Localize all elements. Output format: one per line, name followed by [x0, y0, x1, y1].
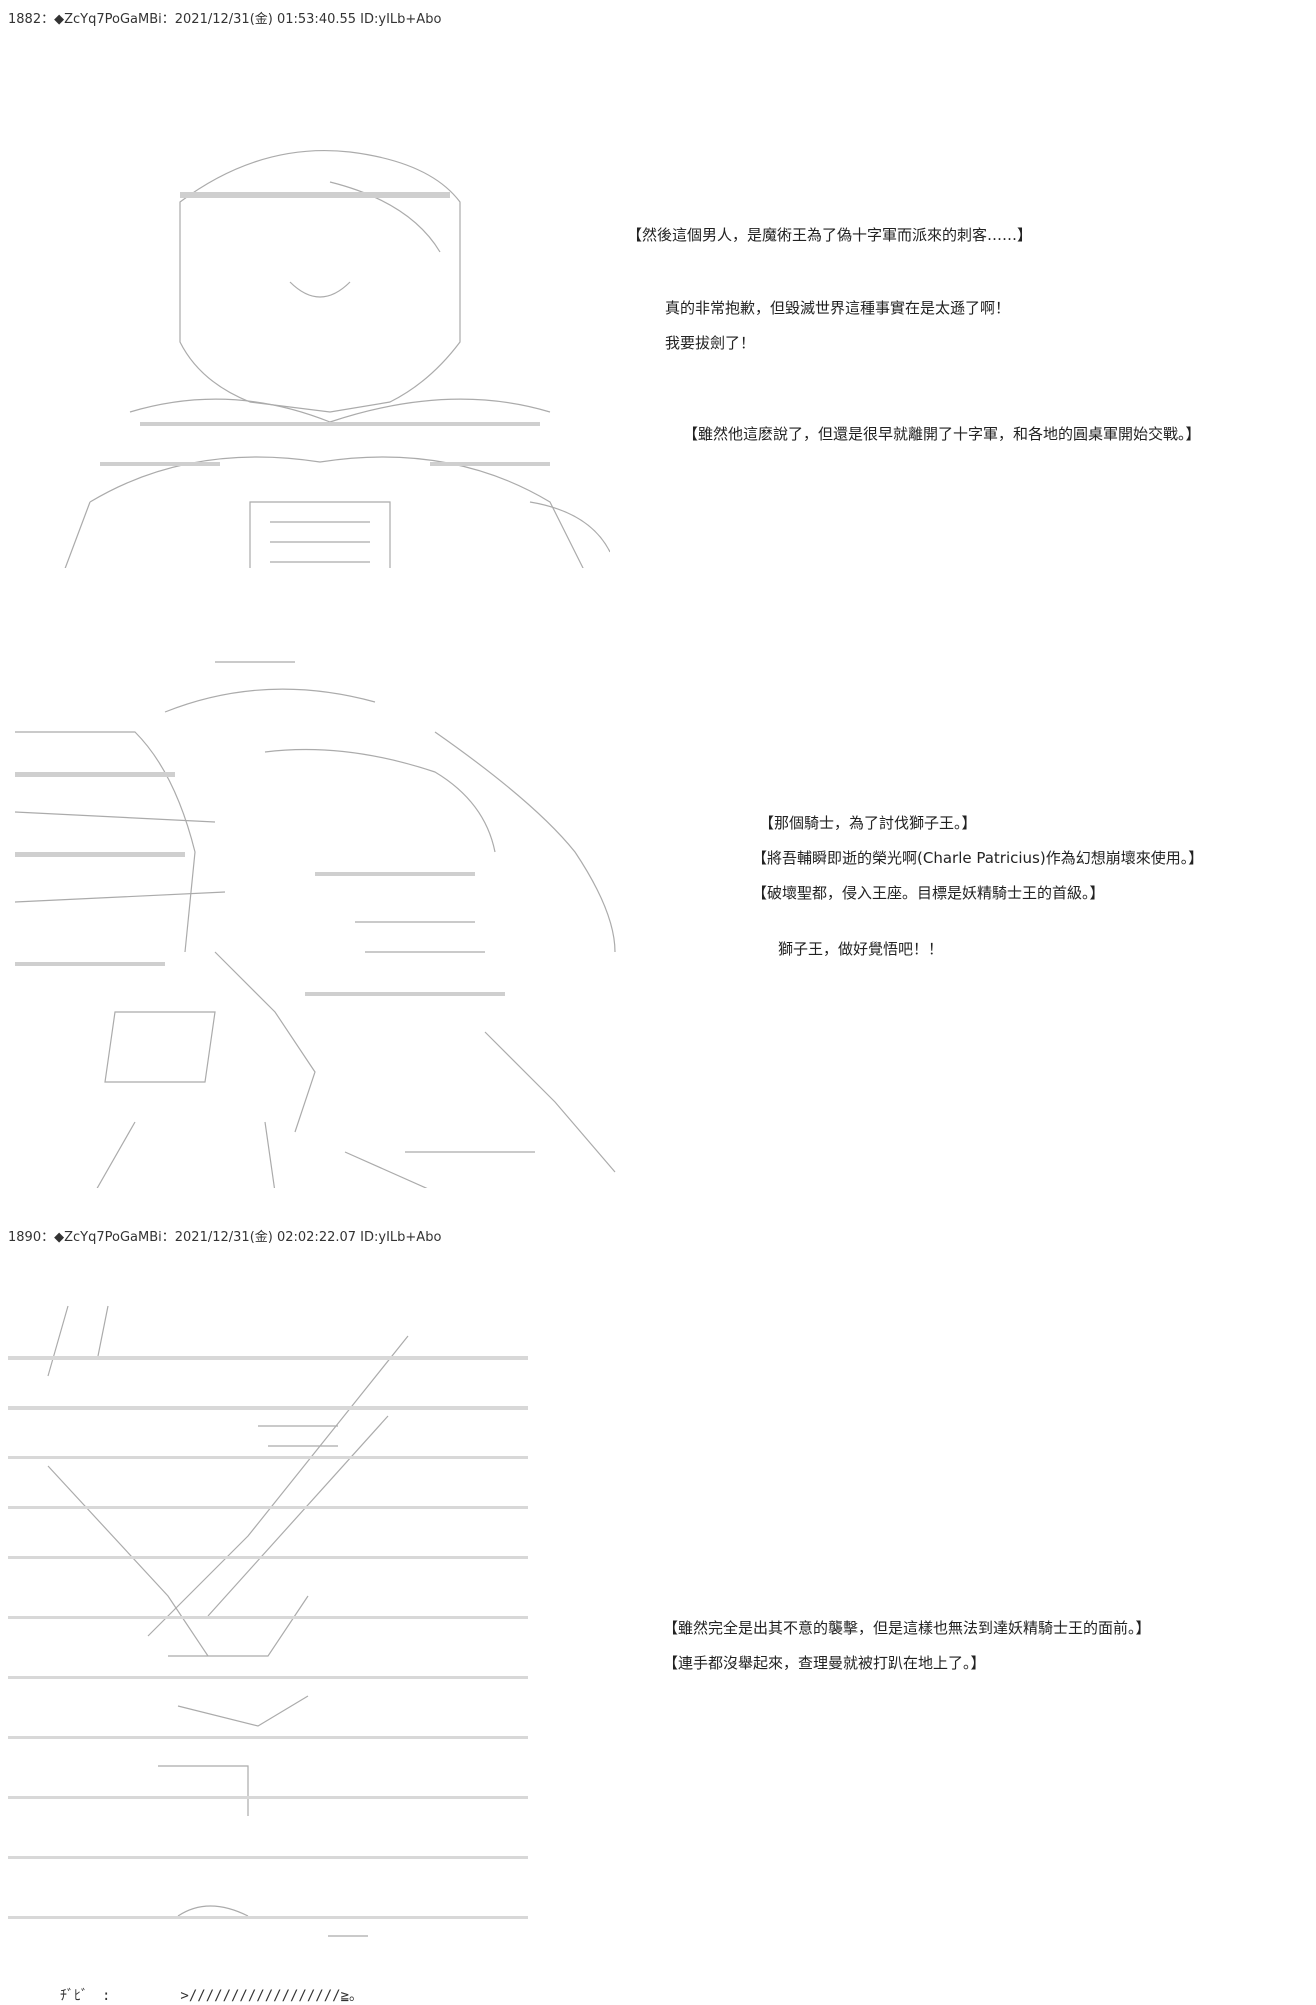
narration-line: 【那個騎士，為了討伐獅子王。】 — [759, 814, 977, 832]
ascii-art-sketch-3 — [8, 1305, 528, 1937]
header-separator: ： — [161, 12, 175, 27]
narration-line: 【破壞聖都，侵入王座。目標是妖精騎士王的首級。】 — [752, 884, 1105, 902]
dialogue-line: 我要拔劍了！ — [665, 334, 756, 352]
narration-line: 【雖然他這麽說了，但還是很早就離開了十字軍，和各地的圓桌軍開始交戰。】 — [683, 425, 1201, 443]
post-number: 1890 — [8, 1230, 42, 1245]
ascii-art-fragment: ﾁﾞﾋﾞ : >//////////////////≧。 — [60, 1988, 364, 2004]
poster-id[interactable]: ID:yILb+Abo — [360, 12, 442, 27]
header-separator: ： — [41, 1230, 55, 1245]
post-header: 1890：◆ZcYq7PoGaMBi：2021/12/31(金) 02:02:2… — [8, 1226, 441, 1245]
poster-name[interactable]: ◆ZcYq7PoGaMBi — [54, 1230, 162, 1245]
header-separator: ： — [41, 12, 55, 27]
ascii-art-figure-1 — [30, 58, 610, 568]
narration-line: 【雖然完全是出其不意的襲擊，但是這樣也無法到達妖精騎士王的面前。】 — [663, 1619, 1151, 1637]
narration-line: 【然後這個男人，是魔術王為了偽十字軍而派來的刺客……】 — [627, 226, 1033, 244]
poster-name[interactable]: ◆ZcYq7PoGaMBi — [54, 12, 162, 27]
ascii-art-figure-2 — [15, 628, 635, 1188]
narration-line: 【連手都沒舉起來，查理曼就被打趴在地上了。】 — [663, 1654, 986, 1672]
post-number: 1882 — [8, 12, 42, 27]
ascii-art-sketch-2 — [15, 661, 616, 1188]
ascii-art-sketch-1 — [64, 149, 610, 568]
post-header: 1882：◆ZcYq7PoGaMBi：2021/12/31(金) 01:53:4… — [8, 8, 441, 27]
ascii-art-figure-3 — [8, 1272, 528, 1942]
dialogue-line: 真的非常抱歉，但毀滅世界這種事實在是太遜了啊！ — [665, 299, 1011, 317]
dialogue-line: 獅子王，做好覺悟吧！！ — [778, 940, 944, 958]
header-separator: ： — [161, 1230, 175, 1245]
post-datetime: 2021/12/31(金) 01:53:40.55 — [174, 12, 357, 27]
post-datetime: 2021/12/31(金) 02:02:22.07 — [174, 1230, 357, 1245]
narration-line: 【將吾輔瞬即逝的榮光啊(Charle Patricius)作為幻想崩壞來使用。】 — [752, 849, 1204, 867]
poster-id[interactable]: ID:yILb+Abo — [360, 1230, 442, 1245]
